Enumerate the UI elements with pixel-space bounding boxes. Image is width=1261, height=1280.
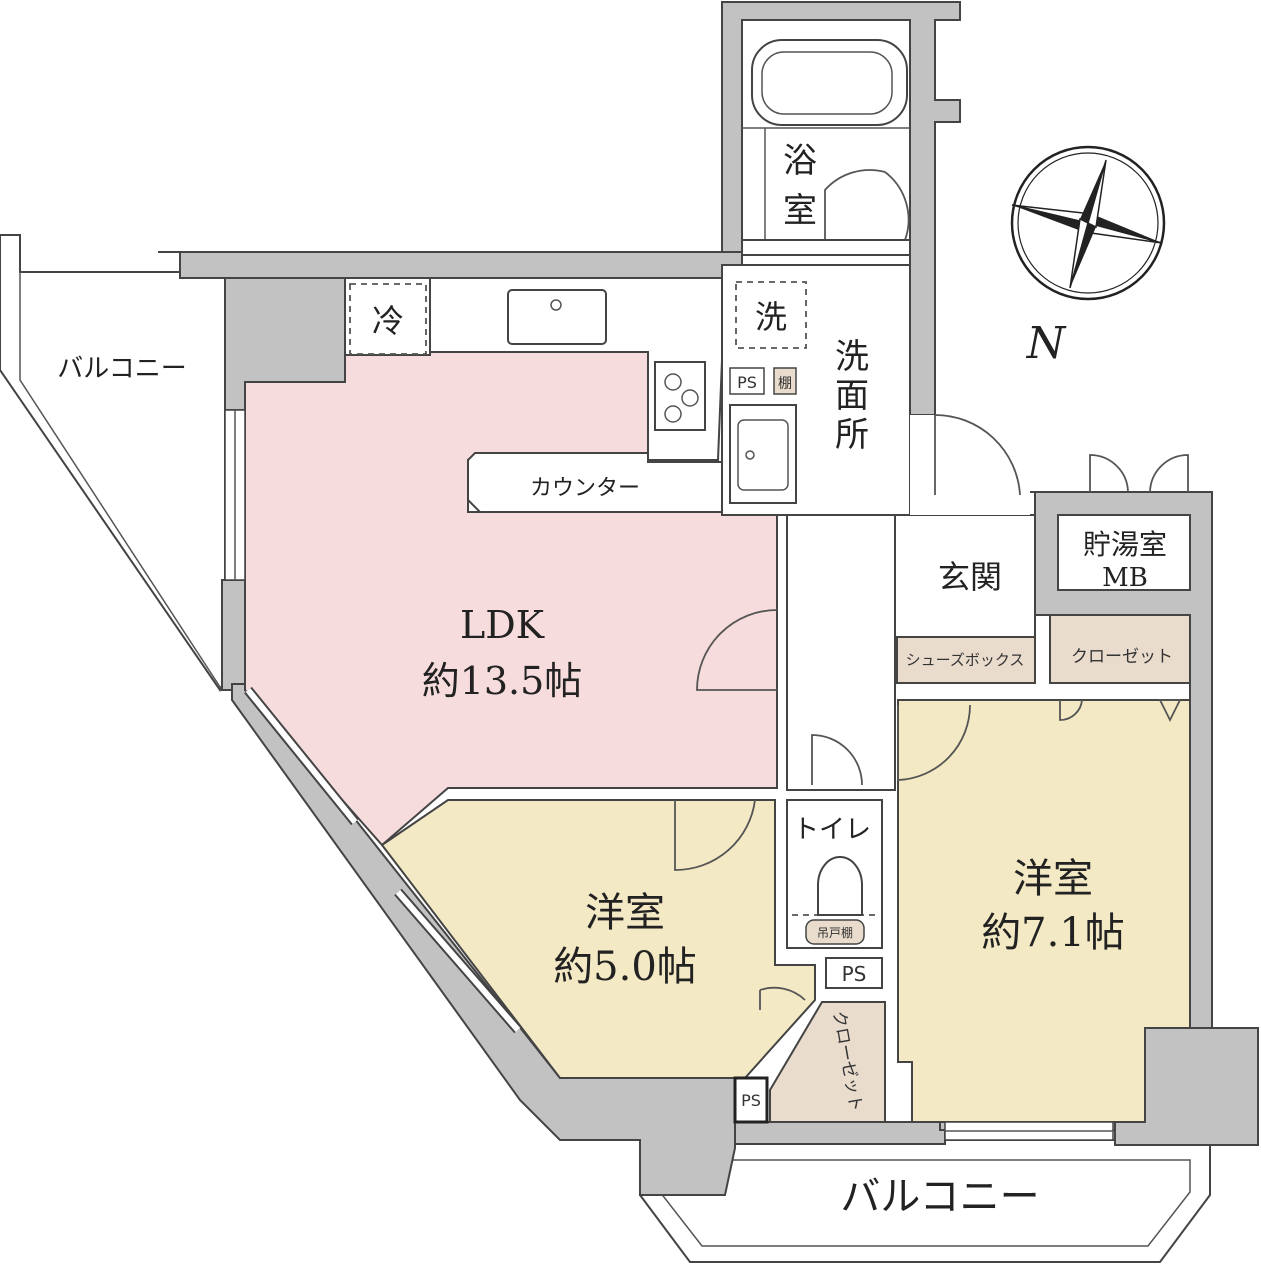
ldk-size: 約13.5帖 bbox=[422, 659, 583, 703]
toilet-room bbox=[786, 734, 883, 949]
bathroom bbox=[741, 19, 911, 256]
bathtub-icon bbox=[751, 39, 908, 126]
closet-south bbox=[769, 1001, 886, 1123]
balcony-south-label: バルコニー bbox=[840, 1174, 1039, 1220]
shelf-label: 棚 bbox=[778, 376, 792, 392]
water-heater-doors bbox=[1089, 454, 1189, 493]
ps-washroom-label: PS bbox=[737, 373, 757, 392]
western1-name: 洋室 bbox=[585, 890, 665, 936]
washroom bbox=[721, 264, 911, 516]
hanging-shelf-label: 吊戸棚 bbox=[817, 925, 853, 940]
corridor bbox=[786, 414, 1036, 791]
doors bbox=[674, 609, 1182, 871]
washroom-label-2: 面 bbox=[835, 376, 869, 416]
ps-box-toilet bbox=[825, 957, 883, 989]
toilet-icon bbox=[817, 856, 863, 916]
entrance-label: 玄関 bbox=[938, 558, 1002, 596]
washer-space bbox=[735, 281, 807, 349]
ps-box-washroom bbox=[729, 367, 765, 395]
bath-label-2: 室 bbox=[783, 191, 817, 231]
water-heater-label-2: MB bbox=[1102, 563, 1148, 593]
ps-toilet-label: PS bbox=[842, 962, 867, 986]
fridge-space bbox=[349, 283, 427, 355]
counter-label: カウンター bbox=[530, 476, 640, 501]
western2-name: 洋室 bbox=[1013, 856, 1093, 902]
washroom-label-3: 所 bbox=[835, 415, 869, 455]
water-heater-label-1: 貯湯室 bbox=[1083, 528, 1167, 561]
room-western-2 bbox=[897, 699, 1191, 1123]
balcony-west bbox=[0, 234, 226, 692]
ldk-name: LDK bbox=[460, 603, 545, 647]
western1-size: 約5.0帖 bbox=[553, 944, 697, 990]
shoe-box bbox=[896, 636, 1036, 684]
western2-size: 約7.1帖 bbox=[981, 910, 1125, 956]
sink-icon bbox=[507, 289, 607, 345]
windows bbox=[224, 409, 1114, 1141]
shelf-box bbox=[773, 367, 797, 395]
ps-south-label: PS bbox=[741, 1091, 761, 1110]
fridge-label: 冷 bbox=[372, 302, 404, 340]
washroom-label-1: 洗 bbox=[835, 337, 869, 377]
shoe-box-label: シューズボックス bbox=[906, 651, 1025, 669]
water-heater-room bbox=[1057, 514, 1191, 591]
compass-north-label: N bbox=[1026, 318, 1067, 369]
ps-box-south bbox=[733, 1076, 769, 1124]
compass-rose-icon bbox=[1010, 145, 1166, 301]
kitchen-counter bbox=[429, 277, 723, 461]
room-western-1 bbox=[380, 799, 816, 1079]
bath-label-1: 浴 bbox=[783, 141, 817, 181]
toilet-label: トイレ bbox=[793, 815, 871, 845]
washer-label: 洗 bbox=[755, 298, 787, 336]
closet-east bbox=[1049, 614, 1191, 684]
closet-east-label: クローゼット bbox=[1071, 647, 1173, 667]
hanging-shelf bbox=[805, 919, 865, 945]
balcony-west-label: バルコニー bbox=[57, 354, 186, 384]
